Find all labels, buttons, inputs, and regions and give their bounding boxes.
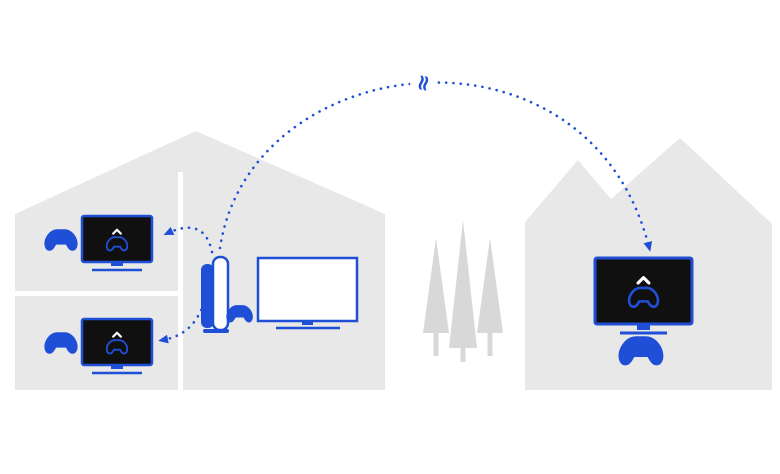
- screen-frame: [80, 214, 154, 264]
- ps5-base: [203, 329, 229, 333]
- pine-tree-right: [477, 238, 503, 356]
- tree-canopy: [423, 238, 449, 333]
- living-room-tv: [256, 256, 359, 330]
- wireless-gap: [410, 70, 436, 96]
- ps5-plate-back: [201, 264, 214, 328]
- remote-screen-bottom-left: [80, 317, 154, 375]
- tree-trunk: [487, 333, 493, 356]
- ps5-console: [201, 255, 230, 333]
- room-divider-horizontal: [15, 291, 178, 296]
- wireless-break-symbol: ≈: [409, 72, 437, 94]
- ps5-plate-front: [211, 255, 230, 332]
- tree-canopy: [449, 220, 477, 348]
- screen-stand-neck: [111, 365, 123, 369]
- tv-stand-neck: [637, 324, 650, 330]
- tree-trunk: [460, 348, 466, 362]
- tv-frame: [256, 256, 359, 323]
- screen-frame: [593, 256, 694, 326]
- remote-tv-right-house: [593, 256, 694, 335]
- pine-trees: [423, 220, 503, 362]
- stream-arrow-local-bottom: [158, 301, 206, 344]
- screen-frame: [80, 317, 154, 367]
- pine-tree-left: [423, 238, 449, 356]
- pine-tree-middle: [449, 220, 477, 362]
- stream-arrow-local-top: [163, 226, 214, 254]
- screen-stand-neck: [111, 262, 123, 266]
- remote-screen-top-left: [80, 214, 154, 272]
- room-divider-vertical: [178, 172, 183, 390]
- tree-trunk: [433, 333, 439, 356]
- tv-stand-neck: [302, 321, 313, 325]
- tree-canopy: [477, 238, 503, 333]
